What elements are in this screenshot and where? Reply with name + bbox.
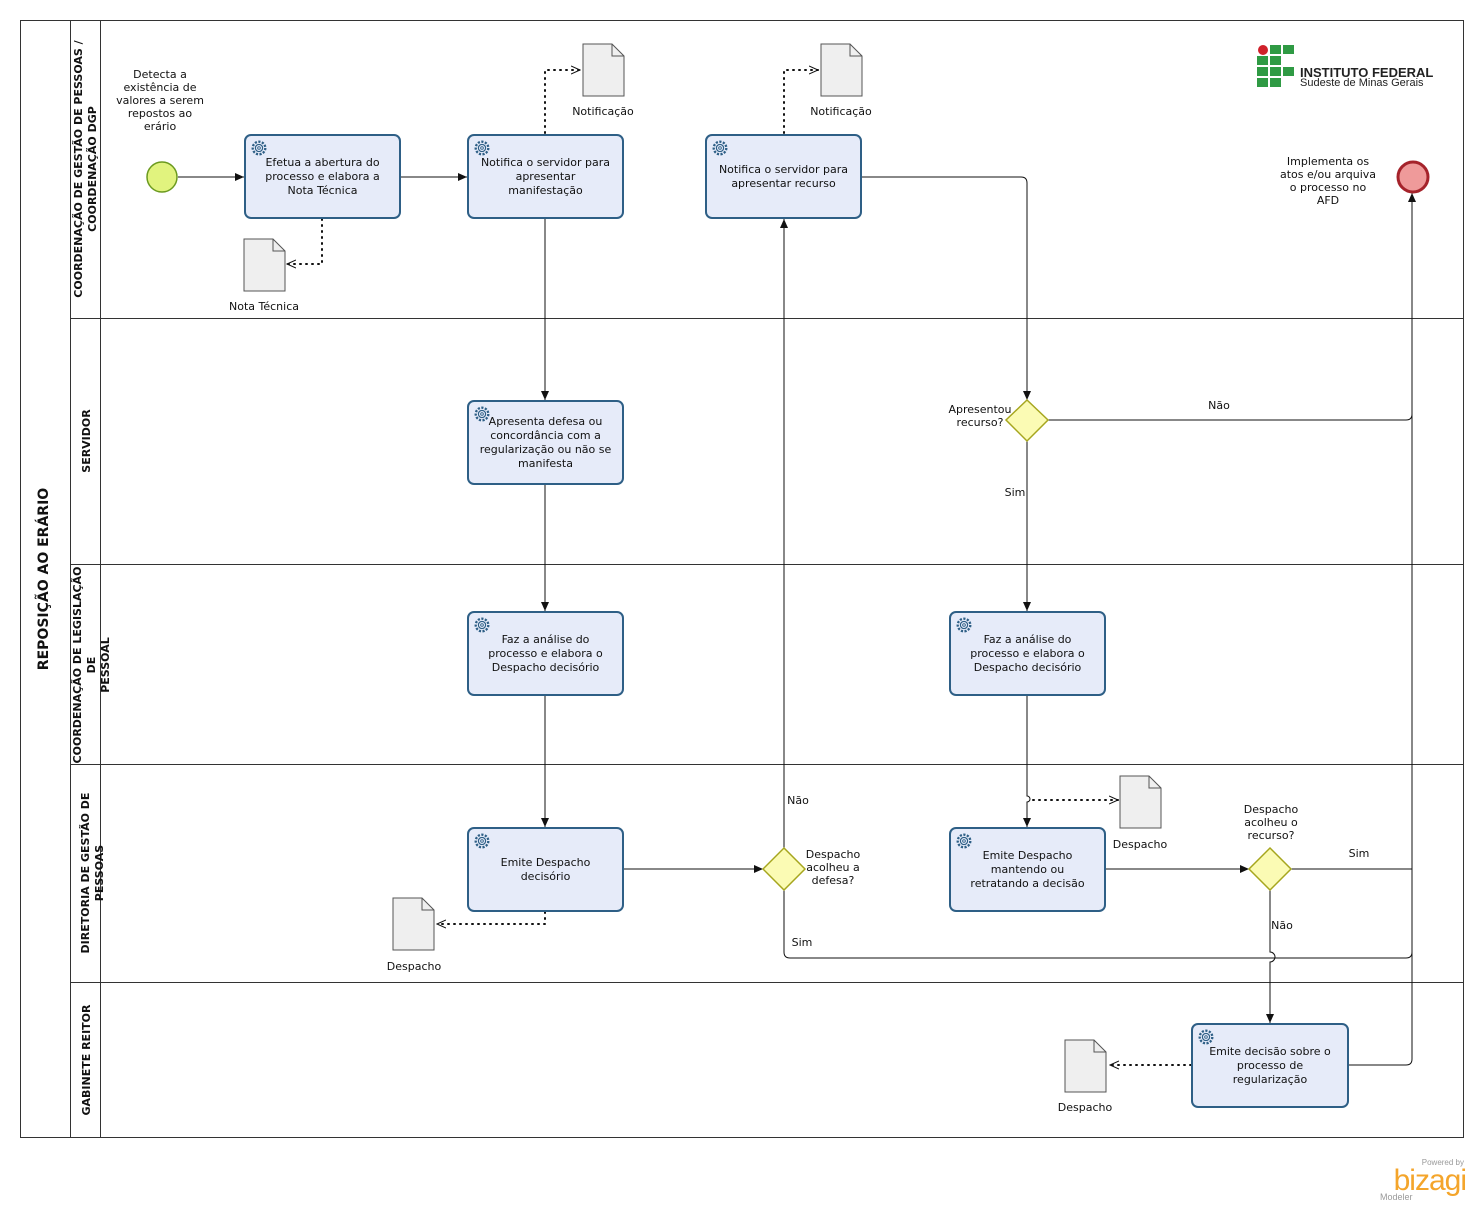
service-task-gear-icon bbox=[474, 140, 490, 156]
task-label: Apresenta defesa ou concordância com a r… bbox=[479, 414, 612, 470]
gateway-apresentou-recurso[interactable] bbox=[1004, 398, 1050, 443]
gateway-label-acolheu-defesa: Despacho acolheu a defesa? bbox=[805, 848, 861, 887]
task-label: Emite Despacho decisório bbox=[500, 855, 591, 883]
if-logo-icon bbox=[1257, 45, 1294, 87]
flow-t9-end bbox=[1349, 414, 1413, 1066]
pool-frame bbox=[20, 20, 1464, 1138]
flow-label-g2-nao: Não bbox=[787, 794, 809, 807]
task-label: Notifica o servidor para apresentar recu… bbox=[718, 162, 849, 190]
flow-label-g2-sim: Sim bbox=[791, 936, 813, 949]
lane-title-cgp: COORDENAÇÃO DE GESTÃO DE PESSOAS / COORD… bbox=[72, 40, 99, 298]
service-task-gear-icon bbox=[712, 140, 728, 156]
doc-label-notificacao-2: Notificação bbox=[810, 105, 872, 118]
end-event[interactable] bbox=[1396, 160, 1430, 194]
bizagi-logo-text: bizagi bbox=[1393, 1164, 1467, 1197]
service-task-gear-icon bbox=[474, 833, 490, 849]
lane-title-diretoria: DIRETORIA DE GESTÃO DE PESSOAS bbox=[79, 792, 106, 954]
gateway-label-apresentou-recurso: Apresentou recurso? bbox=[948, 403, 1012, 429]
start-event-label: Detecta a existência de valores a serem … bbox=[116, 68, 204, 133]
task-apresenta-defesa[interactable]: Apresenta defesa ou concordância com a r… bbox=[467, 400, 624, 485]
flow-label-g3-nao: Não bbox=[1271, 919, 1293, 932]
doc-icon-notificacao-1 bbox=[582, 43, 625, 97]
end-event-label: Implementa os atos e/ou arquiva o proces… bbox=[1279, 155, 1376, 207]
task-emite-decisao-regularizacao[interactable]: Emite decisão sobre o processo de regula… bbox=[1191, 1023, 1349, 1108]
service-task-gear-icon bbox=[956, 617, 972, 633]
task-label: Faz a análise do processo e elabora o De… bbox=[488, 632, 603, 674]
doc-icon-despacho-1 bbox=[392, 897, 435, 951]
sequence-flows bbox=[178, 173, 1416, 1066]
instituto-federal-logo: INSTITUTO FEDERAL Sudeste de Minas Gerai… bbox=[1256, 44, 1446, 90]
doc-label-despacho-2: Despacho bbox=[1112, 838, 1168, 851]
gateway-label-acolheu-recurso: Despacho acolheu o recurso? bbox=[1243, 803, 1299, 842]
pool-title: REPOSIÇÃO AO ERÁRIO bbox=[36, 487, 52, 671]
doc-label-despacho-3: Despacho bbox=[1057, 1101, 1113, 1114]
service-task-gear-icon bbox=[474, 617, 490, 633]
lane-title-gabinete: GABINETE REITOR bbox=[80, 1004, 93, 1116]
doc-icon-nota-tecnica bbox=[243, 238, 286, 292]
modeler-text: Modeler bbox=[1380, 1192, 1413, 1202]
bizagi-watermark: Powered by bizagi Modeler bbox=[1376, 1158, 1467, 1208]
task-emite-despacho-decisorio[interactable]: Emite Despacho decisório bbox=[467, 827, 624, 912]
task-label: Notifica o servidor para apresentar mani… bbox=[480, 155, 611, 197]
flow-label-g3-sim: Sim bbox=[1348, 847, 1370, 860]
task-efetua-abertura[interactable]: Efetua a abertura do processo e elabora … bbox=[244, 134, 401, 219]
flow-g3-t9 bbox=[1266, 890, 1276, 1023]
flow-g2-end bbox=[783, 890, 1413, 959]
gateway-acolheu-recurso[interactable] bbox=[1247, 846, 1293, 892]
doc-label-nota-tecnica: Nota Técnica bbox=[229, 300, 299, 313]
service-task-gear-icon bbox=[1198, 1029, 1214, 1045]
task-label: Emite Despacho mantendo ou retratando a … bbox=[970, 848, 1085, 890]
task-analise-processo-1[interactable]: Faz a análise do processo e elabora o De… bbox=[467, 611, 624, 696]
start-event[interactable] bbox=[146, 161, 178, 193]
flow-label-g1-sim: Sim bbox=[1004, 486, 1026, 499]
task-emite-despacho-mantendo[interactable]: Emite Despacho mantendo ou retratando a … bbox=[949, 827, 1106, 912]
task-label: Faz a análise do processo e elabora o De… bbox=[970, 632, 1085, 674]
doc-icon-despacho-2 bbox=[1119, 775, 1162, 829]
task-analise-processo-2[interactable]: Faz a análise do processo e elabora o De… bbox=[949, 611, 1106, 696]
lane-title-servidor: SERVIDOR bbox=[80, 409, 93, 473]
flow-t6-t8 bbox=[1023, 696, 1031, 827]
doc-label-notificacao-1: Notificação bbox=[572, 105, 634, 118]
powered-by-text: Powered by bbox=[1421, 1158, 1464, 1167]
service-task-gear-icon bbox=[956, 833, 972, 849]
task-notifica-recurso[interactable]: Notifica o servidor para apresentar recu… bbox=[705, 134, 862, 219]
lane-title-legislacao: COORDENAÇÃO DE LEGISLAÇÃO DE PESSOAL bbox=[71, 566, 112, 764]
doc-icon-notificacao-2 bbox=[820, 43, 863, 97]
task-label: Efetua a abertura do processo e elabora … bbox=[265, 155, 380, 197]
flow-t3-g1 bbox=[862, 176, 1031, 400]
flow-g1-end bbox=[1048, 193, 1416, 421]
task-label: Emite decisão sobre o processo de regula… bbox=[1209, 1044, 1331, 1086]
logo-name: INSTITUTO FEDERAL bbox=[1300, 65, 1434, 80]
flow-label-g1-nao: Não bbox=[1208, 399, 1230, 412]
task-notifica-manifestacao[interactable]: Notifica o servidor para apresentar mani… bbox=[467, 134, 624, 219]
doc-label-despacho-1: Despacho bbox=[386, 960, 442, 973]
gateway-acolheu-defesa[interactable] bbox=[761, 846, 807, 892]
logo-campus: Sudeste de Minas Gerais bbox=[1300, 77, 1424, 89]
doc-icon-despacho-3 bbox=[1064, 1039, 1107, 1093]
service-task-gear-icon bbox=[474, 406, 490, 422]
associations bbox=[286, 70, 1192, 1065]
service-task-gear-icon bbox=[251, 140, 267, 156]
